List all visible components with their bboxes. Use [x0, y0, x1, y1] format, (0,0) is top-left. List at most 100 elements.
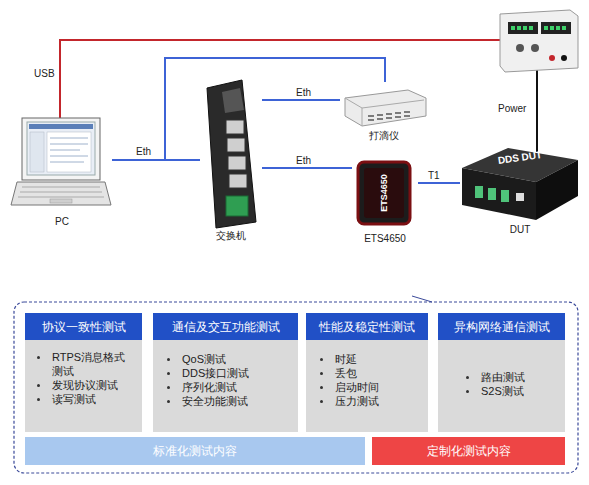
dut-button — [488, 188, 496, 200]
bullet-dot — [167, 372, 170, 375]
bullet-dot — [37, 384, 40, 387]
switch-port — [229, 174, 247, 188]
dut-front — [462, 168, 536, 220]
list-row: 序列化测试 — [167, 380, 294, 394]
list-item: 安全功能测试 — [182, 394, 294, 408]
tester-body — [345, 90, 426, 126]
terminal-block — [226, 196, 248, 216]
list-row: 安全功能测试 — [167, 394, 294, 408]
device-node: PC — [12, 112, 112, 232]
ethernet-link — [418, 182, 460, 184]
device-label: 交换机 — [200, 230, 262, 242]
device-marking: ETS4650 — [378, 163, 390, 223]
laptop-base — [11, 182, 111, 205]
tester-slots — [368, 112, 410, 120]
ethernet-link — [262, 99, 340, 101]
bullet-dot — [167, 386, 170, 389]
device-marking: DDS DUT — [480, 146, 561, 169]
list-item: 读写测试 — [52, 392, 138, 406]
column-header: 协议一致性测试 — [42, 320, 126, 334]
device-node: 交换机 — [200, 78, 262, 244]
edge-label: Eth — [136, 146, 151, 158]
ethernet-link — [112, 58, 385, 160]
list-row: DDS接口测试 — [167, 366, 294, 380]
list-row: 时延 — [320, 352, 424, 366]
list-item: 启动时间 — [335, 380, 424, 394]
device-node: ETS4650ETS4650 — [352, 156, 418, 246]
psu-jack — [549, 55, 555, 61]
bullet-dot — [167, 358, 170, 361]
barBlue-box: 标准化测试内容 — [25, 437, 365, 465]
list-row: 丢包 — [320, 366, 424, 380]
laptop-screen — [22, 118, 100, 180]
header-box: 性能及稳定性测试 — [306, 313, 428, 340]
switch-port — [227, 138, 245, 152]
switch-body — [207, 80, 256, 228]
switch-port — [228, 156, 246, 170]
window-lines — [50, 138, 88, 162]
bullet-dot — [320, 358, 323, 361]
list-item: 路由测试 — [481, 370, 561, 384]
edge-label: Eth — [296, 155, 311, 167]
device-node: DDS DUT DUT — [460, 145, 578, 237]
list-item: 序列化测试 — [182, 380, 294, 394]
laptop-display — [27, 122, 95, 175]
edge-label: Eth — [296, 87, 311, 99]
bullet-dot — [320, 372, 323, 375]
column-header: 异构网络通信测试 — [454, 320, 550, 334]
wire-label: Power — [498, 103, 526, 115]
device-label: 打滴仪 — [340, 130, 428, 142]
ethernet-link — [262, 167, 352, 169]
edge-label: T1 — [428, 170, 440, 182]
power-wire — [536, 70, 538, 152]
dashed-frame — [14, 302, 578, 473]
touchpad — [50, 199, 72, 203]
list-row: RTPS消息格式 测试 — [37, 350, 138, 378]
window-panel — [30, 132, 44, 172]
body-box: RTPS消息格式 测试发现协议测试读写测试 — [25, 340, 142, 432]
list-row: 压力测试 — [320, 394, 424, 408]
header-box: 协议一致性测试 — [25, 313, 142, 340]
body-box: 时延丢包启动时间压力测试 — [306, 340, 428, 432]
list-row: S2S测试 — [466, 384, 561, 398]
ets-body — [358, 162, 410, 224]
window-panel — [47, 132, 91, 172]
column-header: 通信及交互功能测试 — [172, 320, 280, 334]
device-node: 打滴仪 — [340, 82, 428, 144]
list-row: QoS测试 — [167, 352, 294, 366]
list-item: 发现协议测试 — [52, 378, 138, 392]
window-bar — [29, 124, 93, 129]
list-row: 读写测试 — [37, 392, 138, 406]
column-header: 性能及稳定性测试 — [319, 320, 415, 334]
dut-port — [516, 193, 524, 201]
category-label: 标准化测试内容 — [153, 444, 237, 458]
tester-edges — [345, 98, 424, 126]
usb-wire — [60, 40, 500, 118]
bullet-dot — [320, 400, 323, 403]
body-box: 路由测试S2S测试 — [438, 340, 565, 432]
device-label: ETS4650 — [352, 233, 418, 245]
bullet-dot — [466, 390, 469, 393]
keyboard-lines — [18, 187, 104, 197]
category-label: 定制化测试内容 — [427, 444, 511, 458]
list-row: 发现协议测试 — [37, 378, 138, 392]
list-item: S2S测试 — [481, 384, 561, 398]
bullet-dot — [167, 400, 170, 403]
device-label: DUT — [480, 224, 560, 236]
bullet-dot — [37, 398, 40, 401]
dut-button — [475, 186, 483, 198]
switch-port — [222, 88, 244, 113]
header-box: 通信及交互功能测试 — [153, 313, 298, 340]
dut-side — [536, 160, 578, 220]
switch-port — [226, 120, 244, 134]
switch-symbol — [207, 80, 256, 228]
list-row: 启动时间 — [320, 380, 424, 394]
bullet-dot — [466, 376, 469, 379]
list-item: 压力测试 — [335, 394, 424, 408]
psu-knob — [516, 44, 524, 52]
wire-label: USB — [34, 68, 55, 80]
psu-body — [500, 10, 578, 72]
psu-digits — [511, 26, 568, 30]
header-box: 异构网络通信测试 — [438, 313, 565, 340]
psu-jack — [561, 55, 567, 61]
